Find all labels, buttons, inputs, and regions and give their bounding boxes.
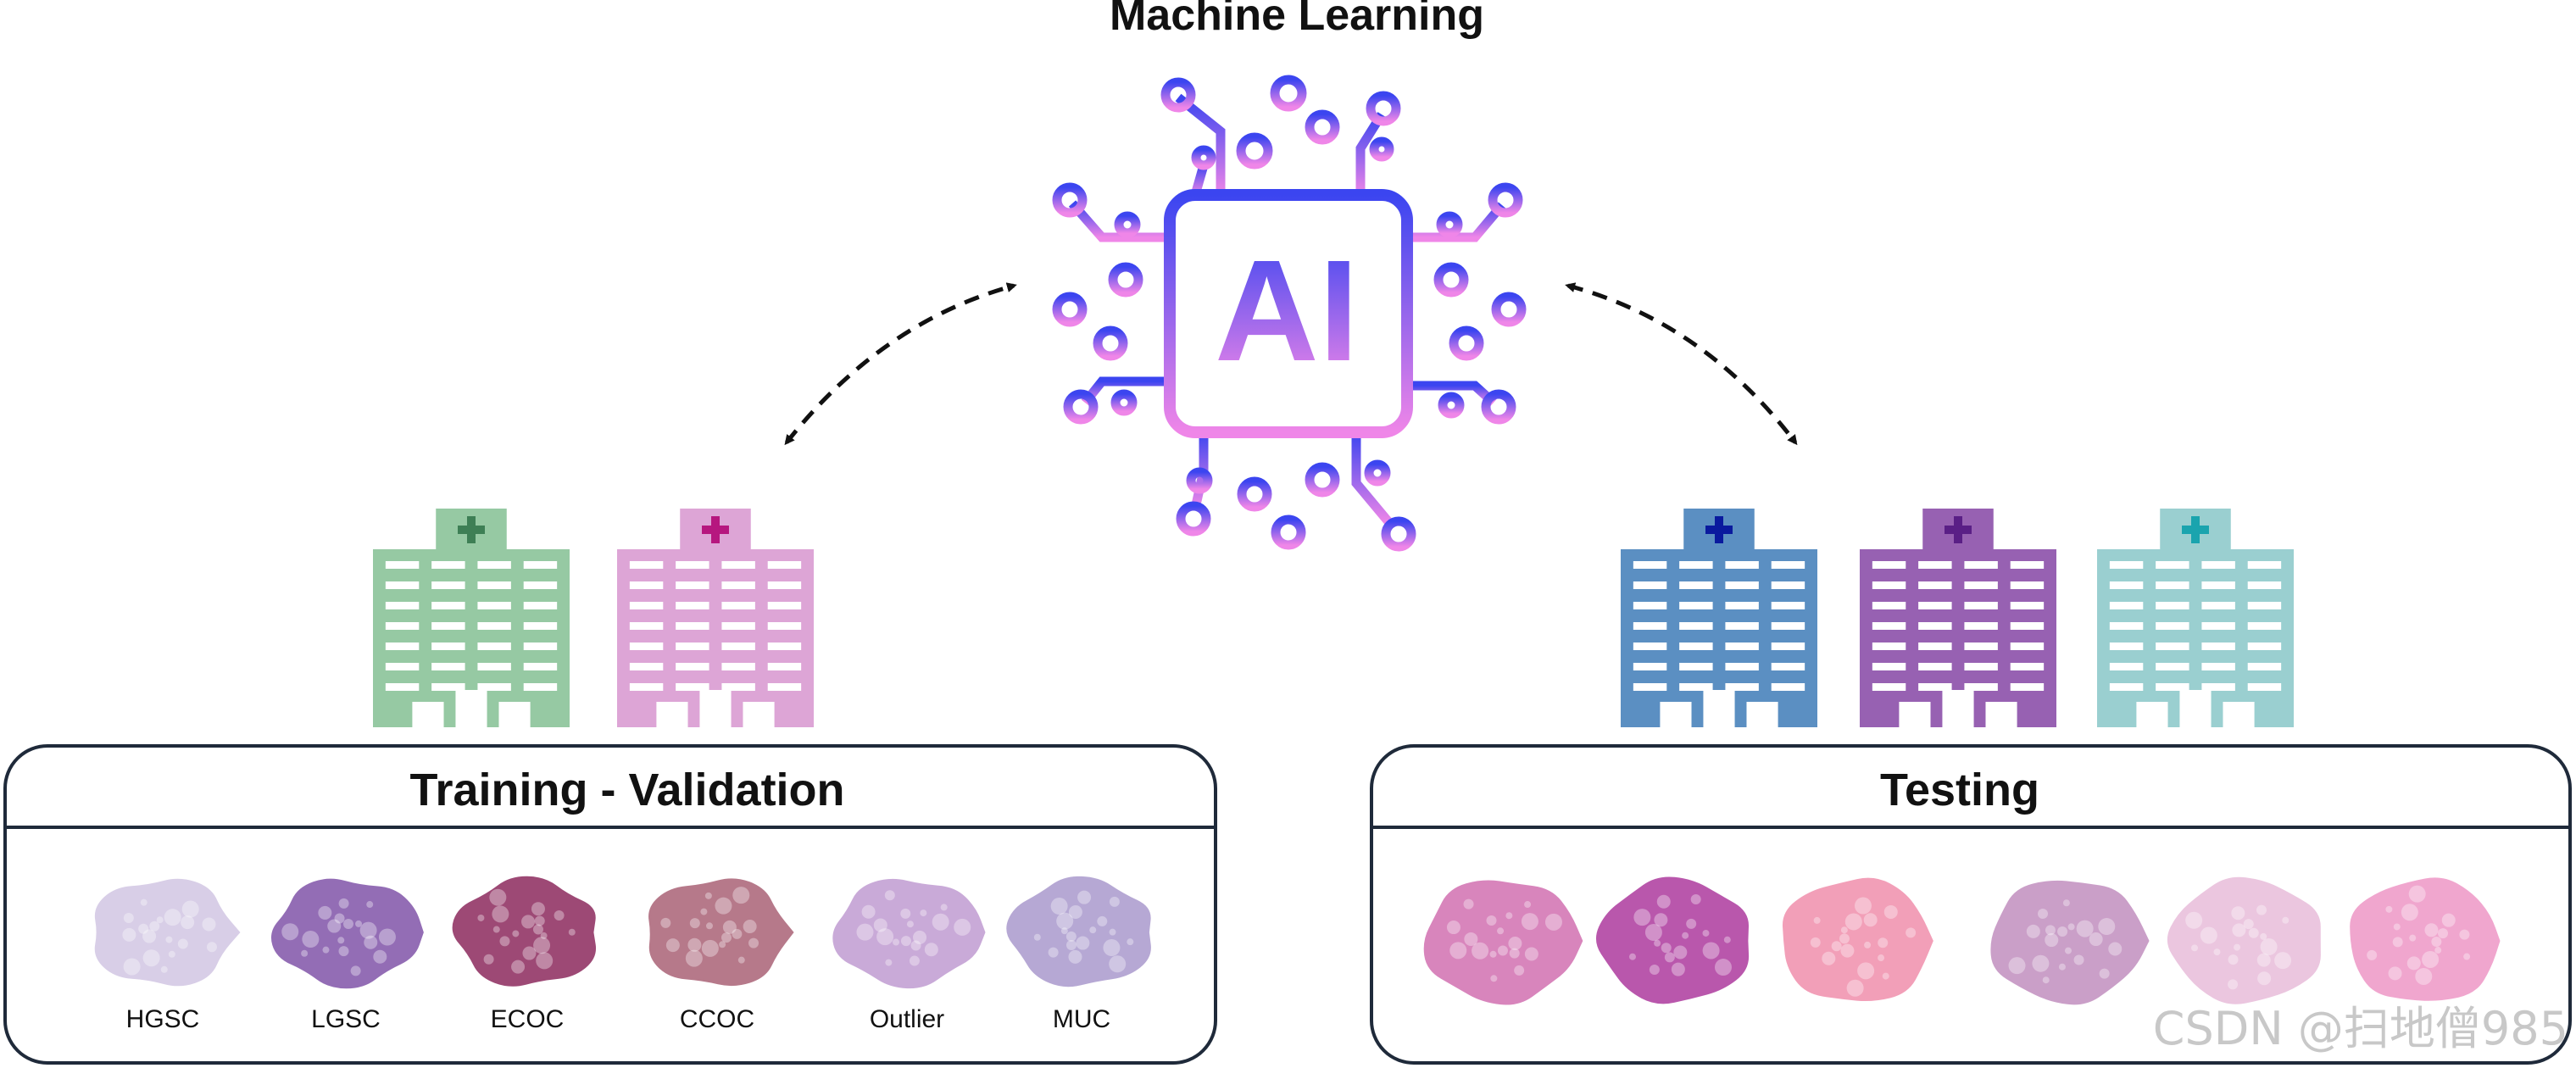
slide-label-muc: MUC: [1053, 1005, 1110, 1033]
training-slide-ccoc: [648, 878, 794, 987]
training-slide-muc: [1006, 876, 1151, 987]
slide-label-lgsc: LGSC: [311, 1005, 381, 1033]
testing-hospitals: [1621, 509, 2294, 727]
slide-label-outlier: Outlier: [870, 1005, 944, 1033]
testing-slides: [1423, 876, 2501, 1005]
right-bidirectional-arrow: [1565, 282, 1798, 446]
training-panel-title: Training - Validation: [409, 765, 844, 815]
testing-hospital-icon-2: [1860, 509, 2056, 727]
testing-slide-2: [1596, 876, 1750, 1004]
testing-slide-5: [2167, 876, 2321, 1004]
testing-panel-title: Testing: [1880, 765, 2039, 815]
slide-label-hgsc: HGSC: [126, 1005, 200, 1033]
training-slide-lgsc: [270, 878, 424, 989]
ai-chip-icon: [1052, 75, 1527, 552]
training-hospital-icon-2: [617, 509, 814, 727]
training-hospitals: [373, 509, 814, 727]
testing-hospital-icon-3: [2097, 509, 2294, 727]
testing-hospital-icon-1: [1621, 509, 1817, 727]
training-hospital-icon-1: [373, 509, 570, 727]
watermark: CSDN @扫地僧985: [2153, 1002, 2568, 1055]
training-slide-ecoc: [452, 876, 597, 987]
left-bidirectional-arrow: [784, 282, 1017, 446]
testing-slide-4: [1990, 880, 2150, 1005]
training-slide-outlier: [832, 878, 986, 989]
diagram-title: Machine Learning: [1110, 0, 1484, 40]
training-slides: HGSC LGSC ECOC CCOC Outlier MUC: [94, 876, 1151, 1033]
testing-slide-3: [1782, 877, 1933, 1002]
training-validation-panel: Training - Validation HGSC LGSC ECOC CCOC Ou…: [3, 744, 1217, 1065]
testing-panel: Testing: [1370, 744, 2572, 1065]
testing-slide-1: [1423, 880, 1583, 1005]
training-slide-hgsc: [94, 878, 241, 987]
slide-label-ecoc: ECOC: [491, 1005, 565, 1033]
ai-label: AI: [1215, 231, 1359, 392]
testing-slide-6: [2350, 877, 2501, 1001]
slide-label-ccoc: CCOC: [680, 1005, 754, 1033]
